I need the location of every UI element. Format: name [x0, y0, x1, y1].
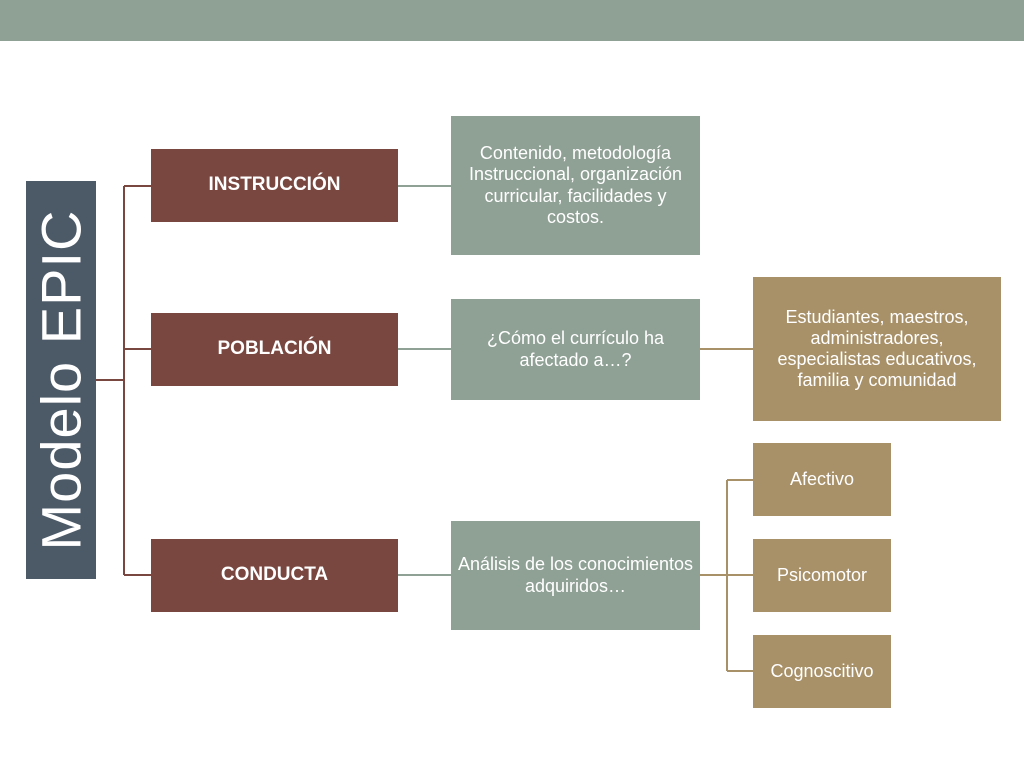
node-instruccion-detail: Contenido, metodología Instruccional, or… [451, 116, 700, 255]
node-conducta: CONDUCTA [151, 539, 398, 612]
node-instruccion: INSTRUCCIÓN [151, 149, 398, 222]
top-bar [0, 0, 1024, 41]
node-poblacion-sub: Estudiantes, maestros, administradores, … [753, 277, 1001, 421]
node-cognoscitivo: Cognoscitivo [753, 635, 891, 708]
node-psicomotor: Psicomotor [753, 539, 891, 612]
node-conducta-detail: Análisis de los conocimientos adquiridos… [451, 521, 700, 630]
node-afectivo: Afectivo [753, 443, 891, 516]
node-poblacion-detail: ¿Cómo el currículo ha afectado a…? [451, 299, 700, 400]
title-box [26, 181, 96, 579]
node-poblacion: POBLACIÓN [151, 313, 398, 386]
diagram-title: Modelo EPIC [29, 209, 93, 551]
